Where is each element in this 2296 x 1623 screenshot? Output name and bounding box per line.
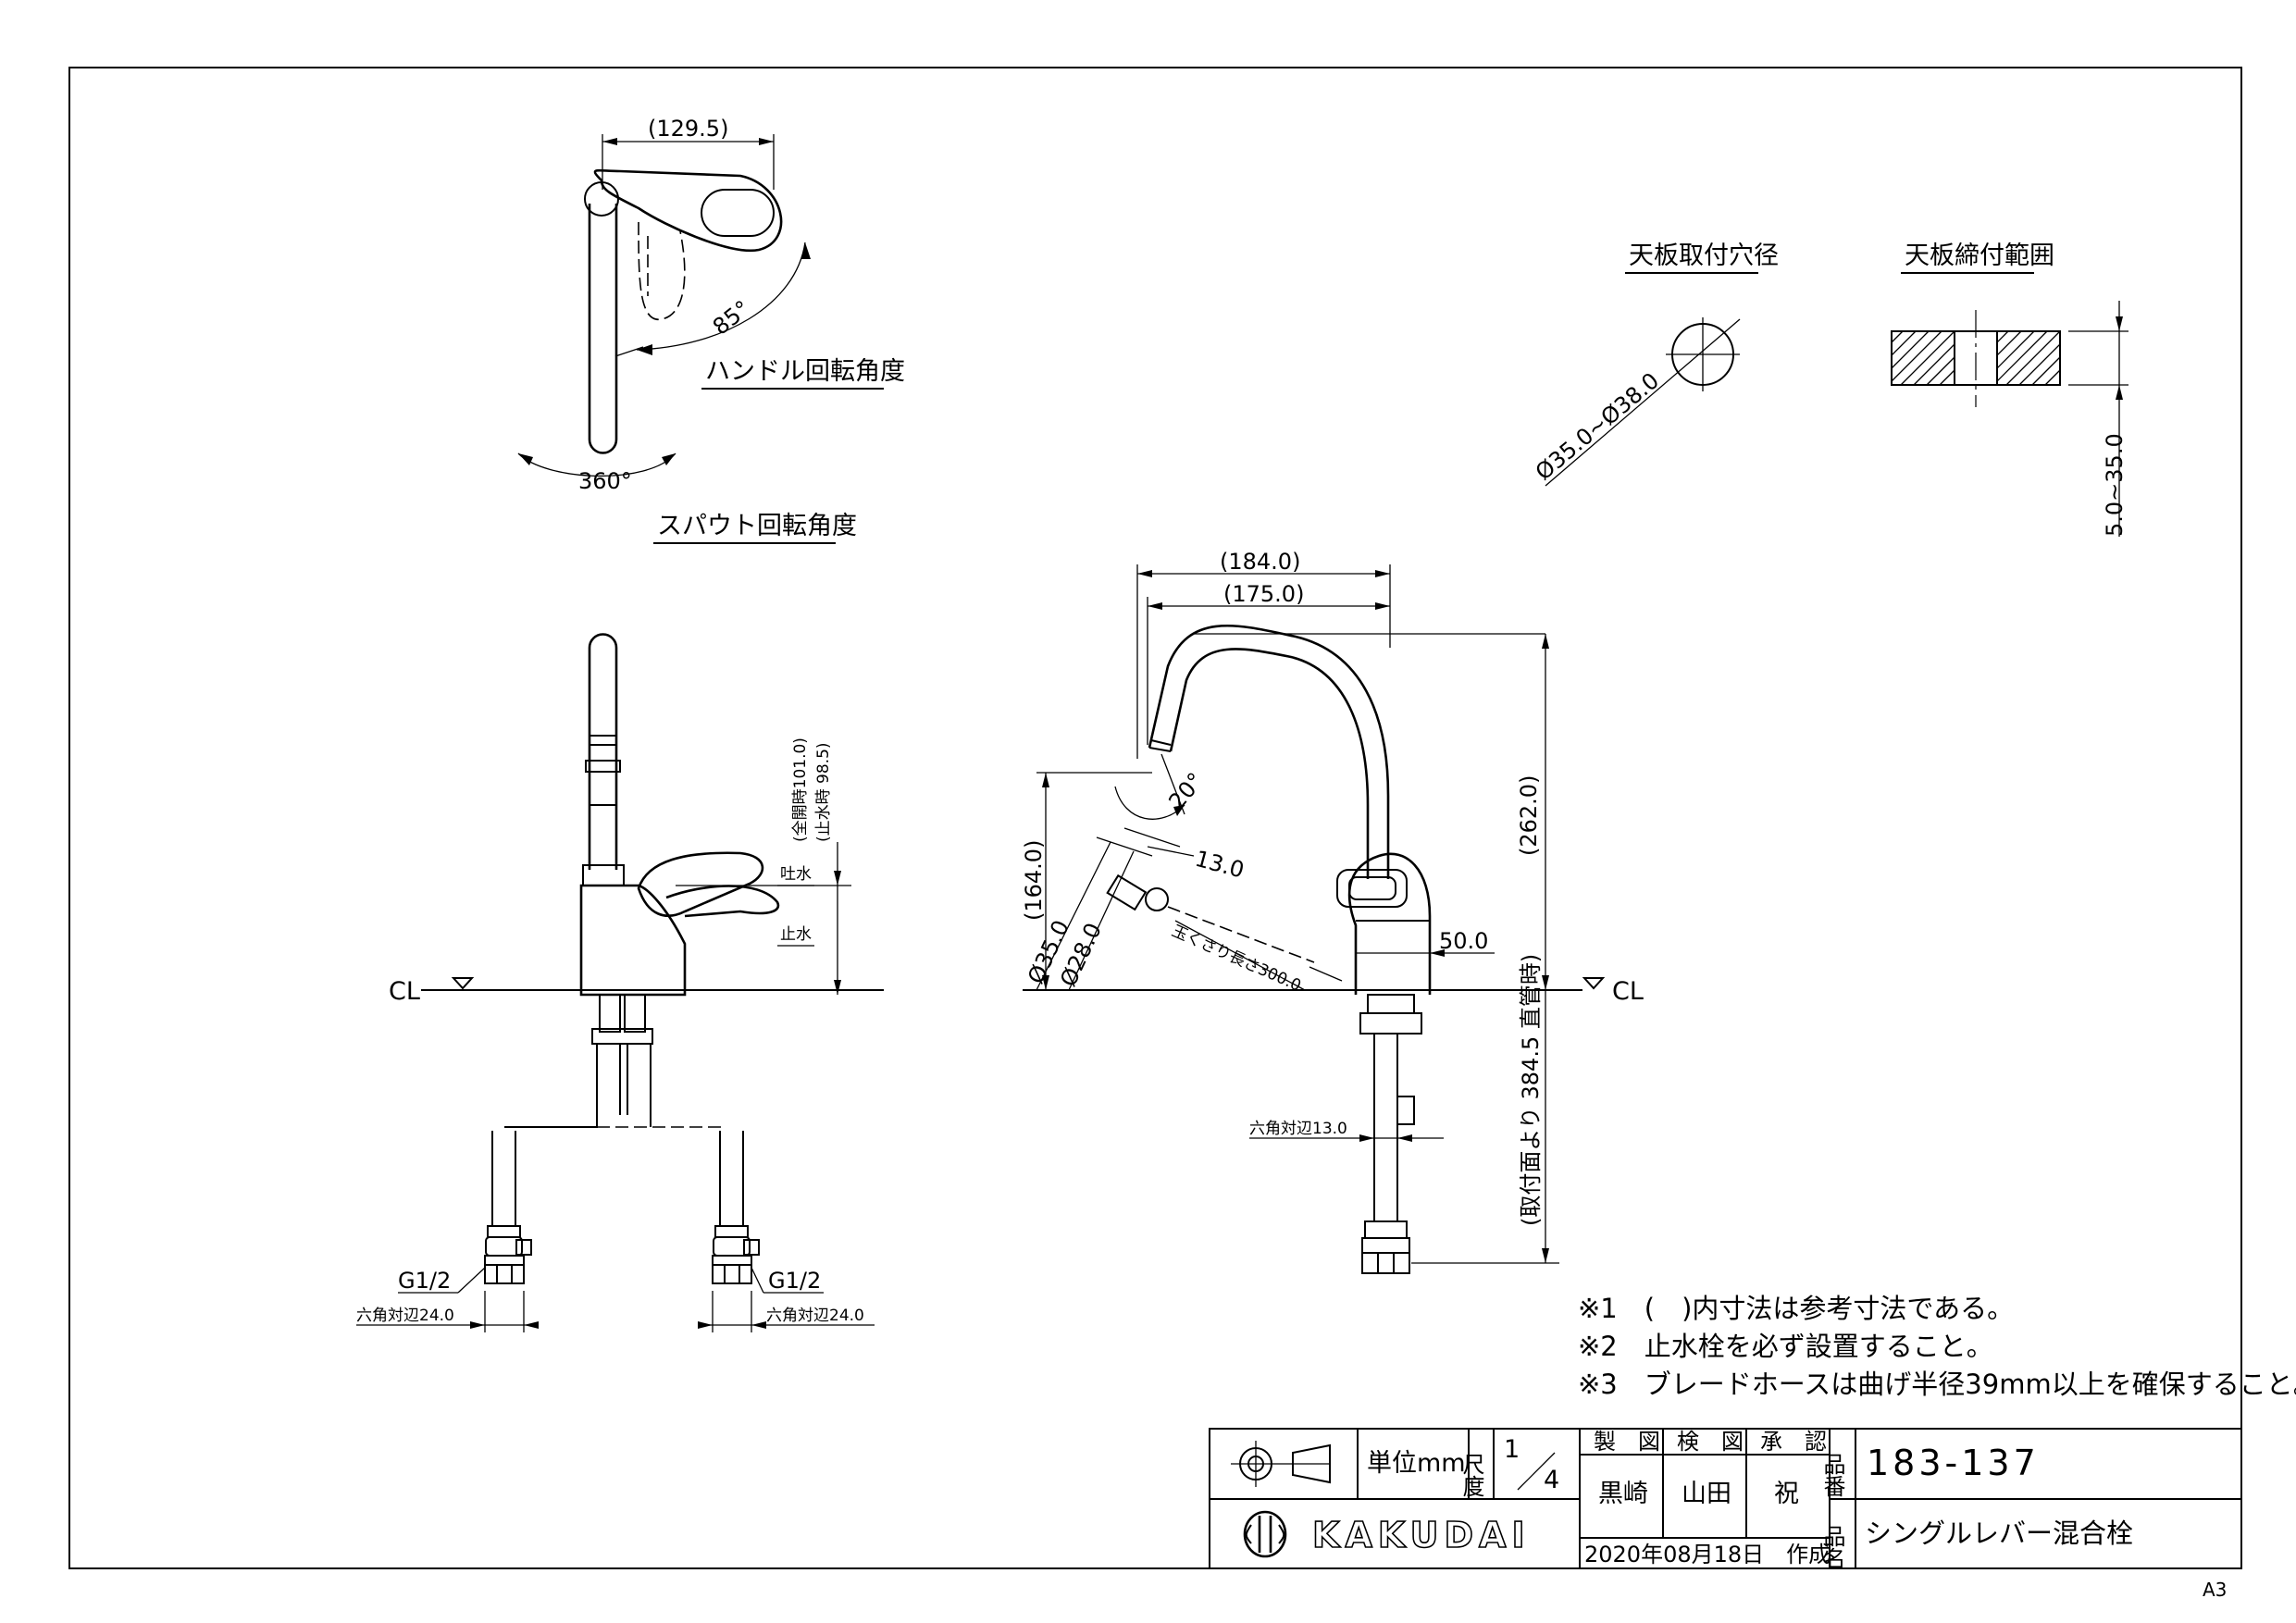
dim-angle-85: 85° xyxy=(708,295,755,340)
brand-name: KAKUDAI xyxy=(1312,1515,1531,1555)
label-cl-side: CL xyxy=(1612,977,1644,1006)
front-view: 吐水 止水 (全開時101.0) (止水時 98.5) CL xyxy=(356,633,884,1332)
approved-by: 祝 xyxy=(1774,1480,1799,1508)
scale-den: 4 xyxy=(1544,1466,1559,1494)
dim-stop-height: (止水時 98.5) xyxy=(814,742,833,842)
dim-hex13: 六角対辺13.0 xyxy=(1249,1120,1347,1138)
dim-angle-20: 20° xyxy=(1163,768,1209,815)
sheet-size: A3 xyxy=(2203,1579,2227,1601)
checked-by: 山田 xyxy=(1682,1480,1731,1508)
dim-h262: (262.0) xyxy=(1516,775,1542,856)
dim-50: 50.0 xyxy=(1439,928,1488,954)
side-view: (184.0) (175.0) (262.0) CL (164.0) xyxy=(1021,549,1644,1274)
drawn-by: 黒崎 xyxy=(1598,1480,1648,1508)
label-cl-front: CL xyxy=(389,977,420,1006)
dim-hex24-left: 六角対辺24.0 xyxy=(356,1307,454,1325)
label-handle-rotation: ハンドル回転角度 xyxy=(705,357,905,386)
dim-clamp: 5.0~35.0 xyxy=(2102,433,2128,537)
part-no-label: 品番 xyxy=(1819,1453,1845,1497)
label-spout-rotation: スパウト回転角度 xyxy=(657,512,857,540)
note-3: ※3 ブレードホースは曲げ半径39mm以上を確保すること。 xyxy=(1578,1369,2296,1400)
notes: ※1 ( )内寸法は参考寸法である。 ※2 止水栓を必ず設置すること。 ※3 ブ… xyxy=(1578,1293,2296,1400)
dim-chain: 玉くさり長さ300.0 xyxy=(1169,922,1304,996)
scale-label: 尺度 xyxy=(1458,1453,1484,1497)
title-block: 単位mm 尺度 1 4 製 図 検 図 承 認 黒崎 山田 祝 品番 183-1… xyxy=(1209,1428,2242,1569)
dim-open-height: (全開時101.0) xyxy=(791,737,810,842)
label-water-out: 吐水 xyxy=(780,865,812,884)
date: 2020年08月18日 作成 xyxy=(1584,1542,1831,1567)
dim-angle-360: 360° xyxy=(578,468,632,494)
dim-w184: (184.0) xyxy=(1220,549,1300,575)
projection-symbol-icon xyxy=(1231,1441,1331,1487)
dim-13: 13.0 xyxy=(1192,846,1247,884)
sheet-border xyxy=(68,67,2242,1569)
part-no: 183-137 xyxy=(1867,1443,2040,1483)
dim-h164: (164.0) xyxy=(1021,840,1047,921)
unit: 単位mm xyxy=(1367,1449,1466,1478)
note-2: ※2 止水栓を必ず設置すること。 xyxy=(1578,1331,1993,1362)
checked-label: 検 図 xyxy=(1677,1429,1744,1455)
drawn-label: 製 図 xyxy=(1594,1429,1660,1455)
label-water-stop: 止水 xyxy=(780,925,812,944)
label-hole-diameter: 天板取付穴径 xyxy=(1629,242,1779,270)
hole-detail: 天板取付穴径 Ø35.0~Ø38.0 天板締付範囲 5.0~35.0 xyxy=(1531,242,2128,537)
kakudai-logo-icon xyxy=(1243,1510,1287,1558)
part-name: シングルレバー混合栓 xyxy=(1865,1518,2133,1549)
top-view: (129.5) 85° 360° ハンドル回転角度 スパウト回転角度 xyxy=(517,116,905,544)
approved-label: 承 認 xyxy=(1760,1429,1827,1455)
dim-g12-right: G1/2 xyxy=(768,1268,821,1294)
scale-num: 1 xyxy=(1504,1435,1520,1464)
label-clamp-range: 天板締付範囲 xyxy=(1905,242,2054,270)
dim-hex24-right: 六角対辺24.0 xyxy=(766,1307,864,1325)
part-name-label: 品名 xyxy=(1819,1525,1845,1569)
note-1: ※1 ( )内寸法は参考寸法である。 xyxy=(1578,1293,2014,1324)
dim-w175: (175.0) xyxy=(1223,581,1304,607)
dim-top-width: (129.5) xyxy=(648,116,728,142)
dim-hose-len: (取付面より 384.5 直管時) xyxy=(1518,954,1544,1226)
dim-g12-left: G1/2 xyxy=(398,1268,451,1294)
dim-hole: Ø35.0~Ø38.0 xyxy=(1531,367,1664,485)
